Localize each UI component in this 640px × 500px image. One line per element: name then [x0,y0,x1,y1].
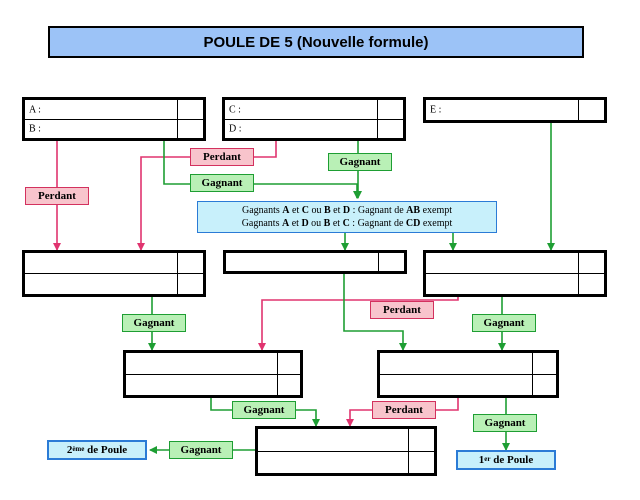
note-segment: C [342,218,350,229]
first-place-num: 1 [478,454,485,466]
match-box-final [255,426,437,476]
bye-rule-note: Gagnants A et C ou B et D : Gagnant de A… [197,201,497,233]
bye-rule-line-2: Gagnants A et D ou B et C : Gagnant de C… [242,217,453,230]
first-place-suffix: er [484,455,491,463]
gagnant-tag-ab: Gagnant [190,174,254,192]
first-place-text: de Poule [490,454,534,466]
match-box-semi-right [377,350,559,398]
second-place-num: 2 [66,444,73,456]
note-segment: et [330,218,343,229]
note-segment: ou [308,205,324,216]
note-segment: et [330,205,343,216]
note-segment: exempt [420,218,453,229]
gagnant-tag-final: Gagnant [169,441,233,459]
note-segment: B [323,205,331,216]
perdant-tag-cd: Perdant [190,148,254,166]
match-box-ab: A : B : [22,97,206,141]
match-box-cd: C : D : [222,97,406,141]
page-title: POULE DE 5 (Nouvelle formule) [48,26,584,58]
player-d-label: D : [229,123,242,135]
match-box-semi-left [123,350,303,398]
note-segment: : Gagnant de [350,205,407,216]
note-segment: C [301,205,309,216]
player-c-label: C : [229,104,241,115]
note-segment: et [289,205,302,216]
second-place-suffix: ème [72,445,85,453]
note-segment: B [323,218,331,229]
note-segment: Gagnants [241,218,282,229]
note-segment: ou [308,218,324,229]
player-box-e: E : [423,97,607,123]
player-b-label: B : [29,123,41,135]
bye-rule-line-1: Gagnants A et C ou B et D : Gagnant de A… [242,204,452,217]
player-a-label: A : [29,104,41,115]
note-segment: A [281,218,290,229]
player-e-label: E : [430,104,442,116]
note-segment: et [289,218,302,229]
perdant-tag-semi: Perdant [372,401,436,419]
note-segment: A [282,205,290,216]
match-box-row2-center [223,250,407,274]
note-segment: CD [405,218,421,229]
note-segment: exempt [420,205,453,216]
note-segment: Gagnants [241,205,283,216]
gagnant-tag-cd: Gagnant [328,153,392,171]
second-place-text: de Poule [84,444,128,456]
note-segment: D [342,205,351,216]
perdant-tag-row2: Perdant [370,301,434,319]
gagnant-tag-semi-right: Gagnant [473,414,537,432]
note-segment: : Gagnant de [349,218,406,229]
match-box-row2-right [423,250,607,297]
winner-line-center-box [343,274,407,351]
note-segment: AB [406,205,421,216]
perdant-tag-ab: Perdant [25,187,89,205]
match-box-row2-left [22,250,206,297]
gagnant-tag-row2-left: Gagnant [122,314,186,332]
gagnant-tag-row2-right: Gagnant [472,314,536,332]
note-segment: D [301,218,309,229]
gagnant-tag-semi-left: Gagnant [232,401,296,419]
